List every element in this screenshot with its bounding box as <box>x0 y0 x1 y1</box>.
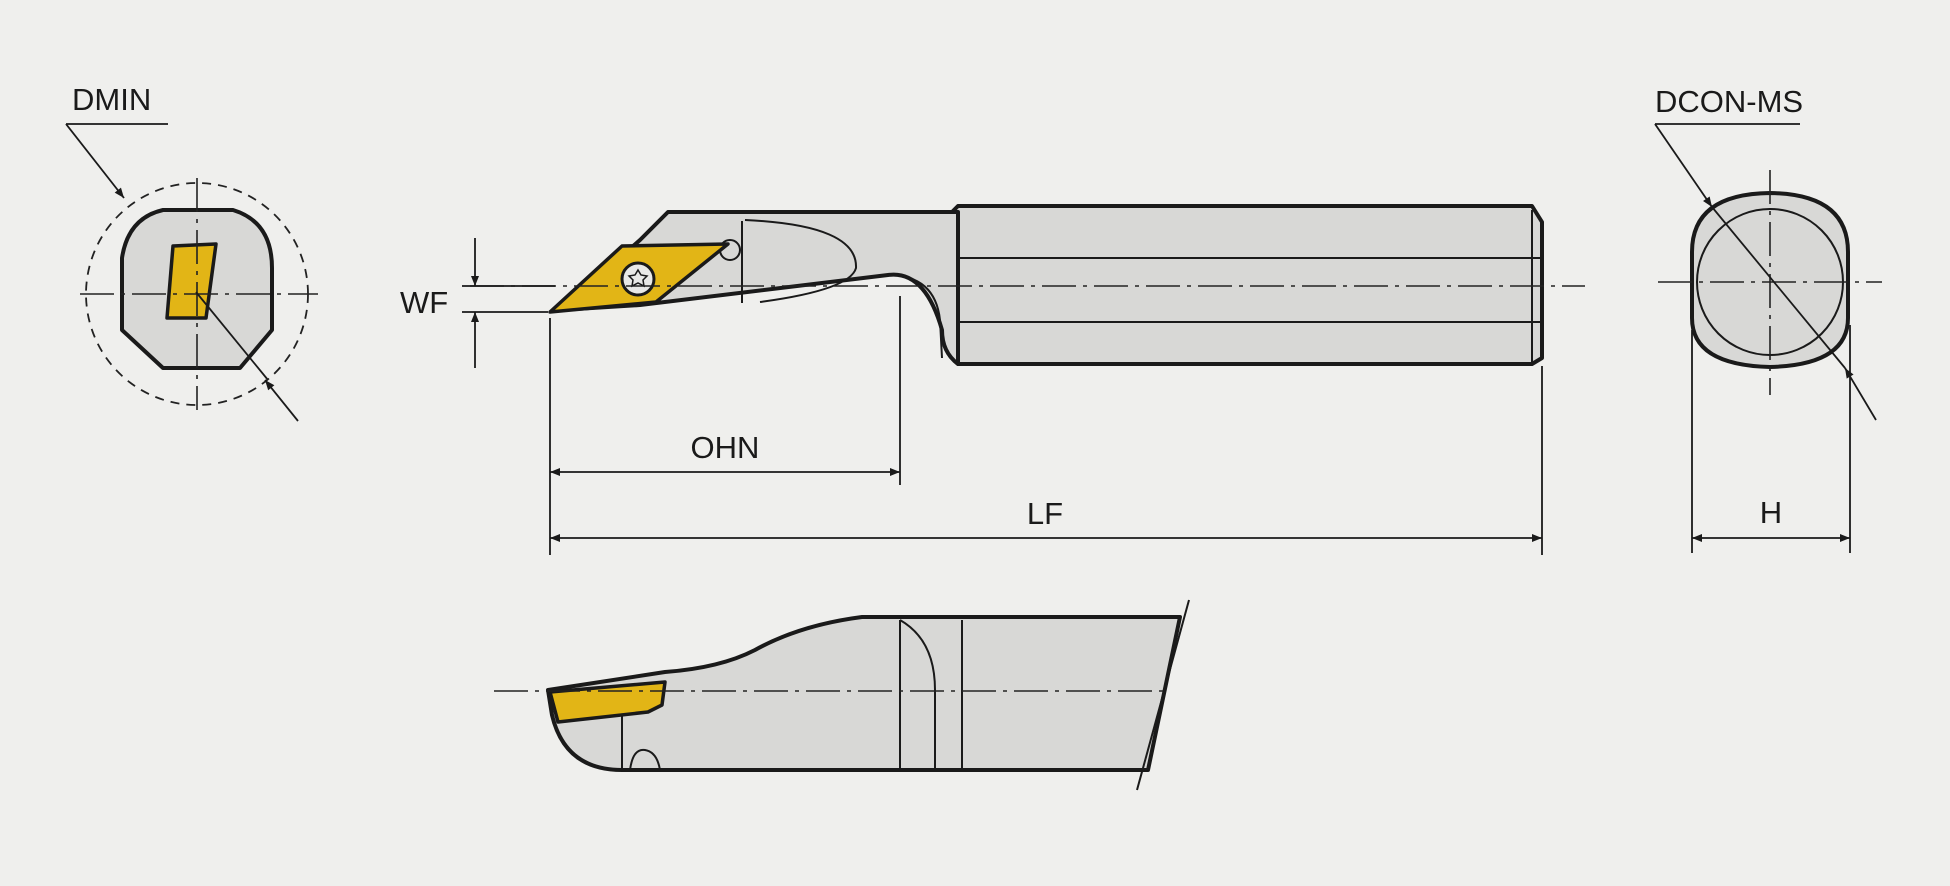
dcon-diameter-line <box>1711 206 1846 369</box>
insert-screw <box>620 261 656 297</box>
bottom-view <box>494 599 1190 791</box>
dmin-diameter-line <box>195 291 269 381</box>
end-view-dmin: DMIN <box>65 82 318 422</box>
bottom-relief <box>629 748 661 771</box>
lf-label: LF <box>1027 496 1063 531</box>
side-view: WF OHN LF <box>400 204 1585 555</box>
dmin-arrow-lower <box>264 379 299 422</box>
ohn-label: OHN <box>691 430 760 465</box>
torx-icon <box>627 268 649 288</box>
bottom-view-body <box>546 615 1182 772</box>
h-label: H <box>1760 495 1782 530</box>
bottom-insert <box>548 680 667 724</box>
bottom-fillet <box>899 619 936 768</box>
chip-groove <box>744 219 858 303</box>
neck-transition <box>887 274 943 359</box>
end-view-insert <box>165 242 218 320</box>
end-view-dcon: DCON-MS H <box>1654 84 1882 553</box>
dcon-leader <box>1654 123 1713 208</box>
wf-label: WF <box>400 285 448 320</box>
dcon-ms-label: DCON-MS <box>1655 84 1803 119</box>
shank-body <box>948 204 1544 366</box>
dmin-leader <box>65 123 125 199</box>
dmin-label: DMIN <box>72 82 151 117</box>
bottom-break-line <box>1136 599 1190 791</box>
